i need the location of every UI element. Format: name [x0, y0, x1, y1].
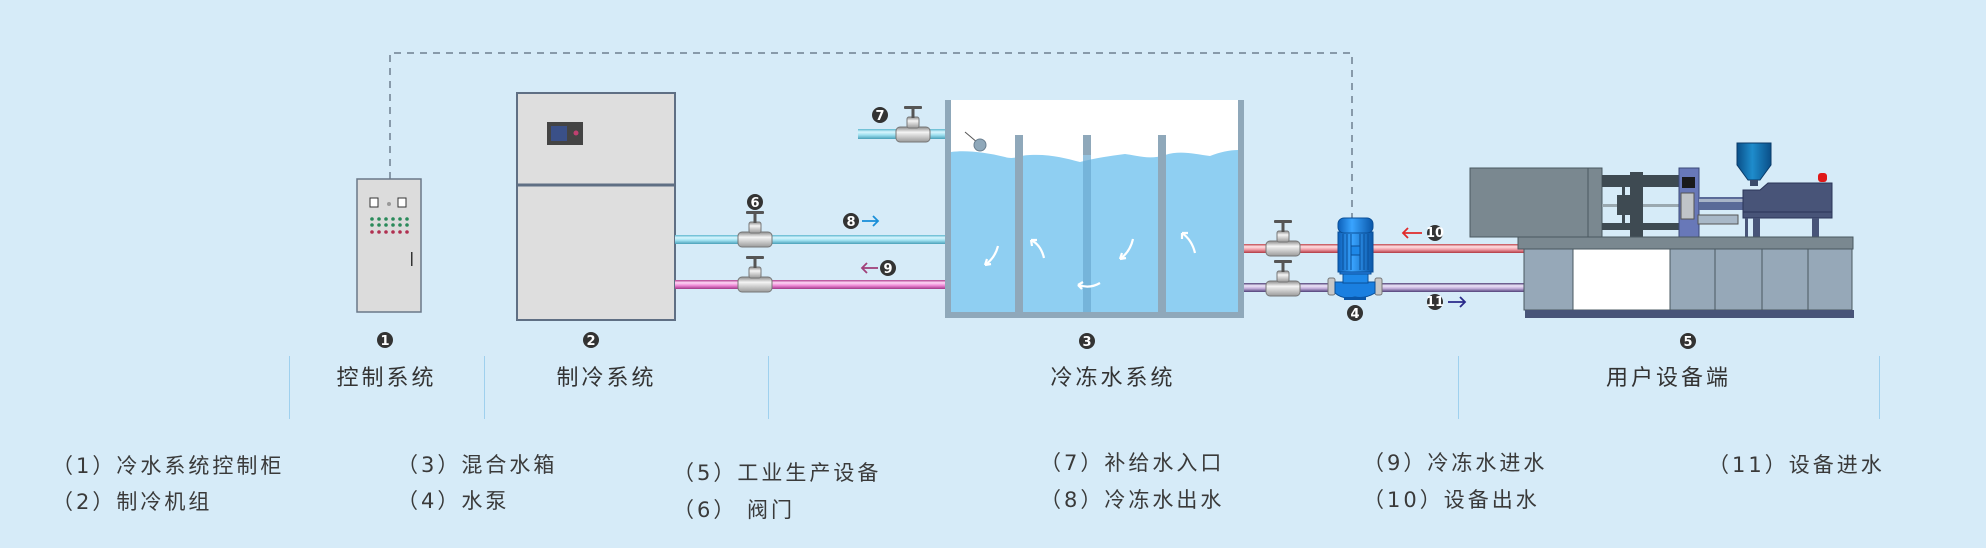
marker-9: 9: [880, 260, 896, 277]
legend-item-1: （1）冷水系统控制柜: [52, 454, 285, 478]
svg-text:5: 5: [1683, 335, 1692, 350]
hopper: [1736, 142, 1772, 181]
legend-item-7: （7）补给水入口: [1040, 451, 1225, 475]
section-chilled-water-system: 冷冻水系统: [1050, 366, 1176, 391]
control-signal-line: [389, 52, 1353, 218]
arrow-equipment-inlet: [1448, 296, 1467, 308]
legend-item-9: （9）冷冻水进水: [1363, 451, 1548, 475]
section-divider: [1458, 356, 1459, 419]
marker-3: 3: [1079, 333, 1095, 350]
section-control-system: 控制系统: [336, 366, 437, 391]
arrow-chilled-supply: [862, 215, 880, 227]
injection-molding-machine[interactable]: [1469, 142, 1854, 318]
cabinet-handle: [411, 252, 413, 266]
chilled-water-return-pipe: [675, 280, 945, 289]
marker-6: 6: [747, 194, 763, 211]
chilled-water-supply-pipe: [675, 235, 945, 244]
legend-item-10: （10）设备出水: [1363, 488, 1540, 512]
svg-text:9: 9: [883, 262, 892, 277]
svg-text:11: 11: [1426, 295, 1444, 310]
section-refrigeration-system: 制冷系统: [556, 366, 657, 391]
section-divider: [289, 356, 290, 419]
section-user-equipment: 用户设备端: [1605, 366, 1731, 391]
marker-2: 2: [583, 332, 599, 349]
valve-makeup-water[interactable]: [895, 105, 931, 143]
marker-1: 1: [377, 332, 393, 349]
svg-text:1: 1: [380, 334, 389, 349]
control-cabinet[interactable]: [356, 178, 422, 313]
legend-item-4: （4）水泵: [397, 489, 510, 513]
svg-text:10: 10: [1426, 226, 1444, 241]
svg-text:7: 7: [875, 109, 884, 124]
chiller-unit[interactable]: [516, 92, 676, 321]
equipment-inlet-pipe: [1244, 283, 1525, 292]
marker-10: 10: [1426, 225, 1444, 241]
flow-arrows: [983, 231, 1197, 290]
water-body: [951, 150, 1238, 312]
valve-inlet[interactable]: [1265, 259, 1301, 297]
svg-text:2: 2: [586, 334, 595, 349]
section-divider: [484, 356, 485, 419]
section-divider: [1879, 356, 1880, 419]
arrow-chilled-return: [860, 262, 878, 274]
section-divider: [768, 356, 769, 419]
indicator-lights: [370, 217, 409, 234]
water-pump[interactable]: [1327, 217, 1383, 300]
valve-supply[interactable]: [737, 210, 773, 248]
float-ball: [973, 138, 987, 152]
valve-return[interactable]: [737, 255, 773, 293]
legend-item-8: （8）冷冻水出水: [1040, 488, 1225, 512]
arrow-equipment-outlet: [1401, 227, 1422, 239]
marker-11: 11: [1426, 294, 1444, 310]
equipment-outlet-pipe: [1244, 244, 1525, 253]
legend-item-2: （2）制冷机组: [52, 490, 213, 514]
svg-text:6: 6: [750, 196, 759, 211]
legend-item-3: （3）混合水箱: [397, 453, 558, 477]
legend-item-5: （5）工业生产设备: [673, 461, 882, 485]
svg-text:3: 3: [1082, 335, 1091, 350]
alarm-light: [1818, 173, 1827, 182]
legend-item-11: （11）设备进水: [1708, 453, 1885, 477]
mixing-water-tank[interactable]: [945, 100, 1244, 318]
valve-outlet[interactable]: [1265, 219, 1301, 257]
marker-5: 5: [1680, 333, 1696, 350]
marker-7: 7: [872, 107, 888, 124]
svg-text:8: 8: [846, 215, 855, 230]
legend-item-6: （6） 阀门: [673, 498, 796, 522]
marker-8: 8: [843, 213, 859, 230]
svg-text:4: 4: [1350, 307, 1359, 322]
marker-4: 4: [1347, 305, 1363, 322]
